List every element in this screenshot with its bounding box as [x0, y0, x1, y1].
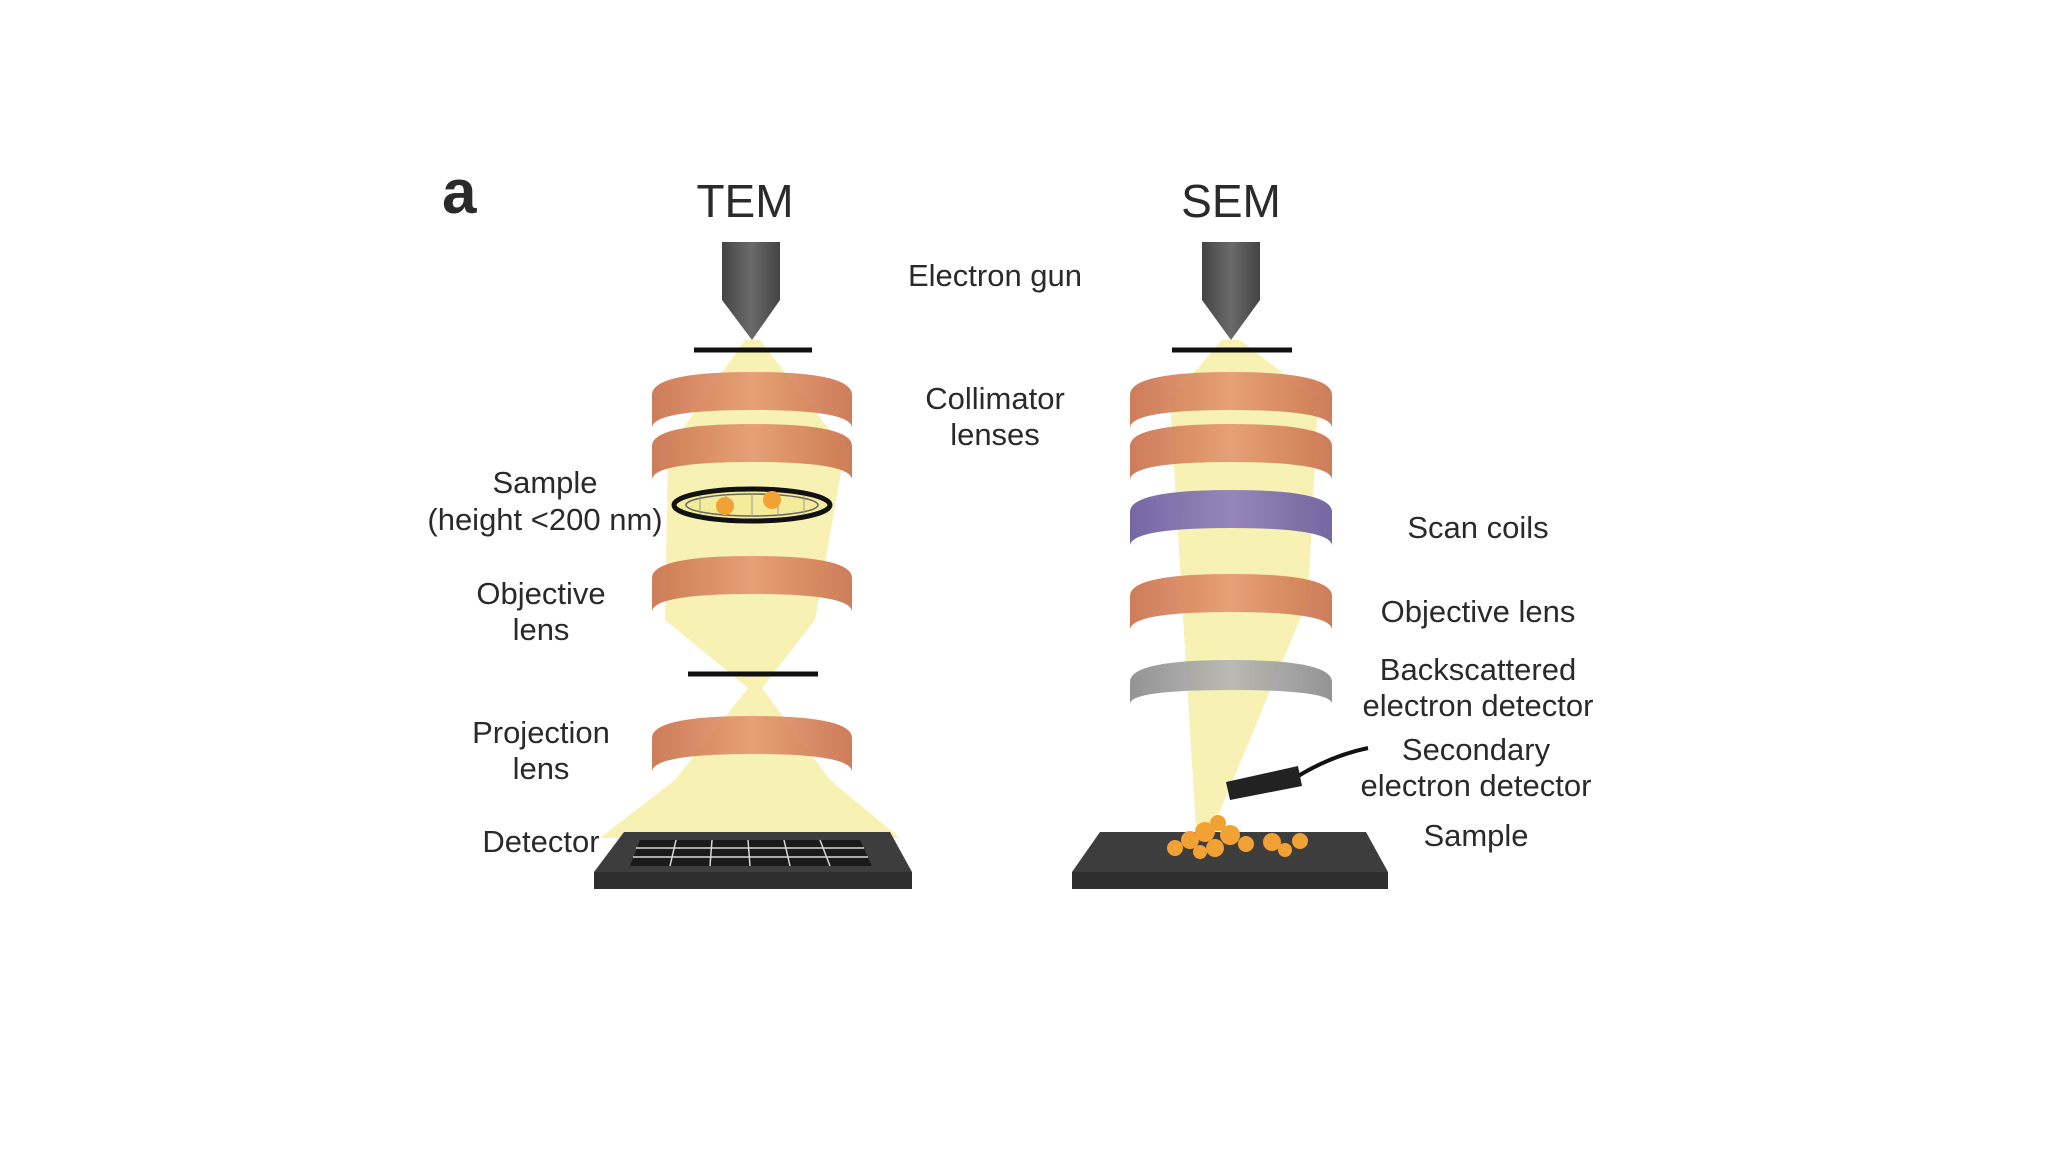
sem-sample-particle	[1210, 815, 1226, 831]
sem-sample-particle	[1195, 822, 1215, 842]
sem-sample-particle	[1292, 833, 1308, 849]
sem-sample-particle	[1206, 839, 1224, 857]
collimator-label-line1: Collimator	[925, 381, 1065, 416]
tem-electron-gun	[722, 242, 780, 340]
sem-sample-label: Sample	[1423, 818, 1528, 853]
sem-sample	[1167, 815, 1308, 859]
sem-scan-coils-label: Scan coils	[1407, 510, 1548, 545]
tem-collimator-lens-2	[652, 424, 852, 480]
tem-projection-label-line2: lens	[513, 751, 570, 786]
sem-sample-particle	[1167, 840, 1183, 856]
sem-objective-lens	[1130, 574, 1332, 630]
electron-gun-label: Electron gun	[908, 258, 1082, 293]
tem-sample-label-line2: (height <200 nm)	[427, 502, 662, 537]
sem-stage	[1072, 832, 1388, 889]
tem-collimator-lens-1	[652, 372, 852, 428]
tem-sample-particle	[716, 497, 734, 515]
sem-sample-particle	[1181, 831, 1199, 849]
sem-electron-gun	[1202, 242, 1260, 340]
sem-sample-particle	[1278, 843, 1292, 857]
tem-sample	[671, 486, 833, 524]
panel-label: a	[442, 158, 477, 227]
sem-backscattered-label-line2: electron detector	[1363, 688, 1594, 723]
sem-secondary-detector	[1226, 746, 1369, 800]
sem-collimator-lens-2	[1130, 424, 1332, 480]
sem-title: SEM	[1181, 175, 1281, 227]
sem-objective-label: Objective lens	[1381, 594, 1576, 629]
sem-backscattered-label-line1: Backscattered	[1380, 652, 1576, 687]
sem-scan-coils	[1130, 490, 1332, 546]
tem-objective-lens	[652, 556, 852, 612]
sem-sample-particle	[1263, 833, 1281, 851]
sem-backscattered-detector	[1130, 660, 1332, 704]
sem-collimator-lens-1	[1130, 372, 1332, 428]
sem-secondary-label-line1: Secondary	[1402, 732, 1551, 767]
collimator-label-line2: lenses	[950, 417, 1040, 452]
tem-title: TEM	[696, 175, 793, 227]
tem-column	[594, 242, 912, 889]
tem-projection-lens	[652, 716, 852, 772]
tem-beam-lower	[600, 688, 900, 838]
tem-objective-label-line2: lens	[513, 612, 570, 647]
tem-detector-label: Detector	[482, 824, 599, 859]
sem-sample-particle	[1193, 845, 1207, 859]
sem-sample-particle	[1238, 836, 1254, 852]
tem-sample-particle	[763, 491, 781, 509]
sem-secondary-label-line2: electron detector	[1361, 768, 1592, 803]
tem-objective-label-line1: Objective	[476, 576, 605, 611]
sem-sample-particle	[1220, 825, 1240, 845]
sem-column	[1072, 242, 1388, 889]
tem-projection-label-line1: Projection	[472, 715, 610, 750]
tem-sample-label-line1: Sample	[492, 465, 597, 500]
tem-detector	[594, 832, 912, 889]
